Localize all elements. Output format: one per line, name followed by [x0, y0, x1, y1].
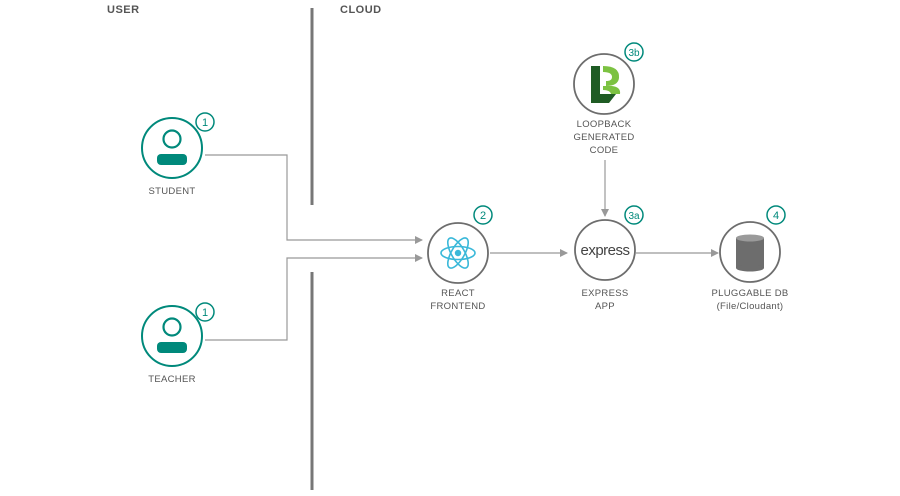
- zone-label-cloud: CLOUD: [340, 4, 382, 16]
- express-node: express: [574, 219, 636, 281]
- connector-teacher-to-react: [205, 254, 423, 341]
- svg-text:4: 4: [773, 210, 779, 222]
- connector-student-to-react: [205, 154, 423, 244]
- student-label: STUDENT: [148, 186, 196, 197]
- student-badge: 1: [195, 112, 215, 132]
- react-badge: 2: [473, 205, 493, 225]
- svg-text:2: 2: [480, 210, 486, 222]
- loopback-label: LOOPBACK GENERATED CODE: [573, 119, 635, 156]
- db-node: [719, 221, 781, 283]
- svg-text:3b: 3b: [628, 48, 640, 59]
- express-label: EXPRESS APP: [581, 288, 629, 312]
- db-label: PLUGGABLE DB (File/Cloudant): [711, 288, 789, 312]
- teacher-label: TEACHER: [148, 374, 196, 385]
- loopback-badge: 3b: [624, 42, 644, 62]
- express-badge: 3a: [624, 205, 644, 225]
- svg-text:3a: 3a: [628, 211, 640, 222]
- svg-text:1: 1: [202, 117, 208, 129]
- db-badge: 4: [766, 205, 786, 225]
- teacher-badge: 1: [195, 302, 215, 322]
- database-icon: [736, 234, 764, 272]
- express-logo-icon: express: [580, 242, 629, 259]
- user-icon: [157, 129, 187, 165]
- react-node: [427, 222, 489, 284]
- svg-text:1: 1: [202, 307, 208, 319]
- zone-label-user: USER: [107, 4, 140, 16]
- react-logo-icon: [440, 237, 476, 269]
- user-icon: [157, 317, 187, 353]
- react-label: REACT FRONTEND: [430, 288, 486, 312]
- student-node: [141, 117, 203, 179]
- loopback-node: [573, 53, 635, 115]
- teacher-node: [141, 305, 203, 367]
- loopback-logo-icon: [591, 66, 621, 103]
